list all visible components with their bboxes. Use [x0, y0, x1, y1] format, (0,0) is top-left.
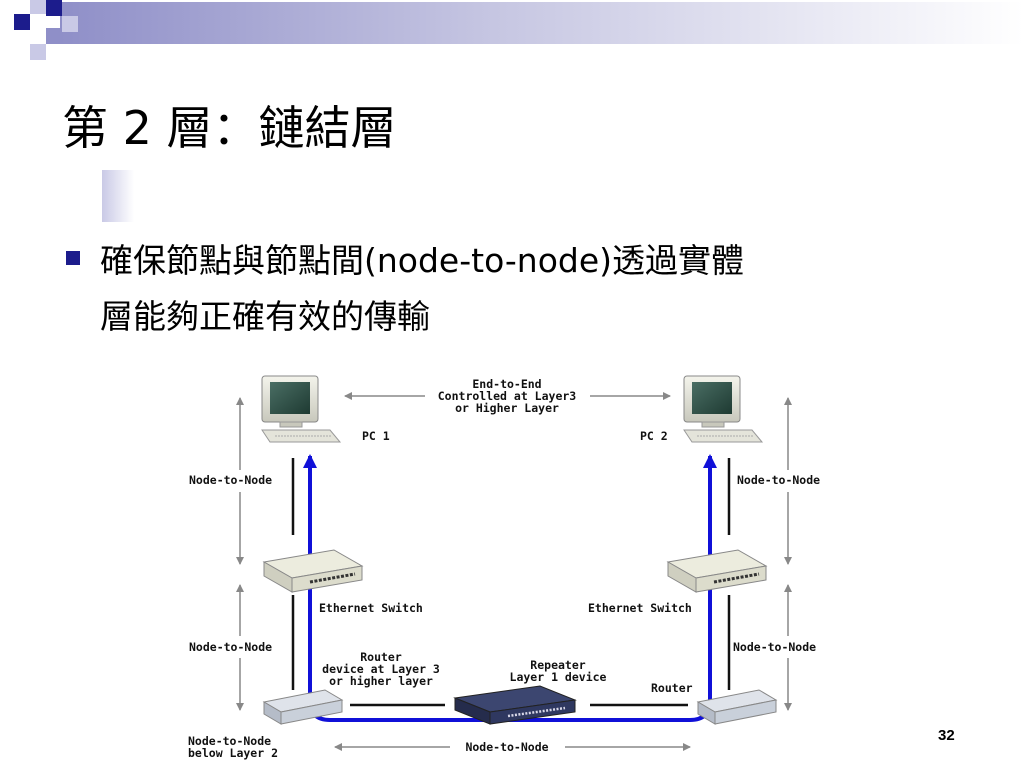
slide-title: 第 2 層：鏈結層	[62, 101, 397, 155]
header-gradient-bar	[60, 2, 1024, 44]
node-to-node-right-upper: Node-to-Node	[737, 473, 820, 487]
node-to-node-right-lower: Node-to-Node	[733, 640, 816, 654]
ethernet-switch-left-icon	[262, 549, 364, 593]
node-to-node-below-label-2: below Layer 2	[188, 746, 278, 760]
repeater-icon	[453, 685, 577, 725]
deco-square	[14, 14, 30, 30]
router-right-icon	[696, 689, 778, 725]
pc2-icon	[683, 375, 764, 443]
end-to-end-label-2: Controlled at Layer3	[438, 389, 577, 403]
pc1-label: PC 1	[362, 429, 390, 443]
node-to-node-below-label-1: Node-to-Node	[188, 734, 271, 748]
deco-square	[46, 28, 62, 44]
ethernet-switch-right-icon	[666, 549, 768, 593]
bullet-marker	[66, 251, 80, 265]
node-to-node-left-lower: Node-to-Node	[189, 640, 272, 654]
deco-square	[30, 0, 46, 14]
router-right-label: Router	[651, 681, 693, 695]
ethernet-switch-left-label: Ethernet Switch	[319, 601, 423, 615]
router-left-label-1: Router	[360, 650, 402, 664]
repeater-label-2: Layer 1 device	[510, 670, 607, 684]
ethernet-switch-right-label: Ethernet Switch	[588, 601, 692, 615]
router-left-label-3: or higher layer	[329, 674, 433, 688]
bullet-text-line-1: 確保節點與節點間(node-to-node)透過實體	[100, 241, 745, 280]
pc2-label: PC 2	[640, 429, 668, 443]
end-to-end-label-3: or Higher Layer	[455, 401, 559, 415]
deco-square	[46, 0, 62, 16]
router-left-icon	[262, 689, 344, 725]
router-left-label-2: device at Layer 3	[322, 662, 440, 676]
deco-square	[62, 16, 78, 32]
title-accent-block	[102, 170, 134, 222]
repeater-label-1: Repeater	[530, 658, 585, 672]
deco-square	[30, 44, 46, 60]
node-to-node-left-upper: Node-to-Node	[189, 473, 272, 487]
pc1-icon	[261, 375, 342, 443]
bullet-text-line-2: 層能夠正確有效的傳輸	[100, 297, 430, 336]
end-to-end-label-1: End-to-End	[472, 377, 541, 391]
page-number: 32	[938, 727, 955, 744]
node-to-node-bottom-label: Node-to-Node	[465, 740, 548, 754]
